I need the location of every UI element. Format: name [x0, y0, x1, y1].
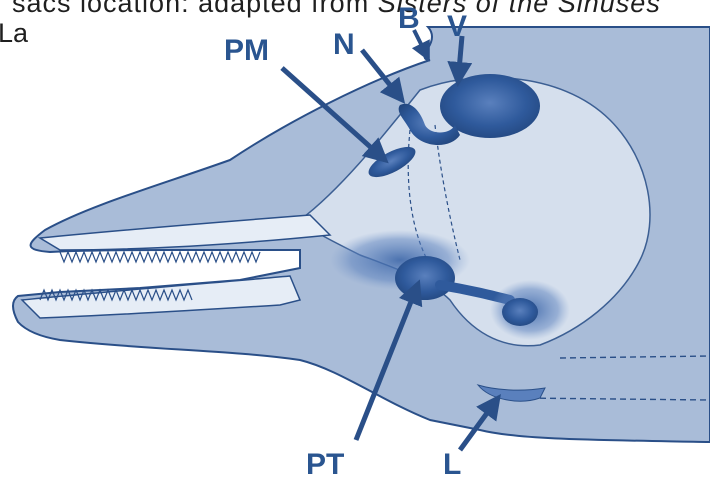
label-n: N — [333, 28, 355, 61]
label-b: B — [398, 2, 420, 35]
upper-teeth — [60, 252, 260, 262]
label-pm: PM — [224, 34, 269, 67]
sac-pterygoid-posterior — [502, 298, 538, 326]
label-pt: PT — [306, 448, 344, 481]
sac-pterygoid — [395, 256, 455, 300]
label-v: V — [447, 10, 467, 43]
label-l: L — [443, 448, 461, 481]
